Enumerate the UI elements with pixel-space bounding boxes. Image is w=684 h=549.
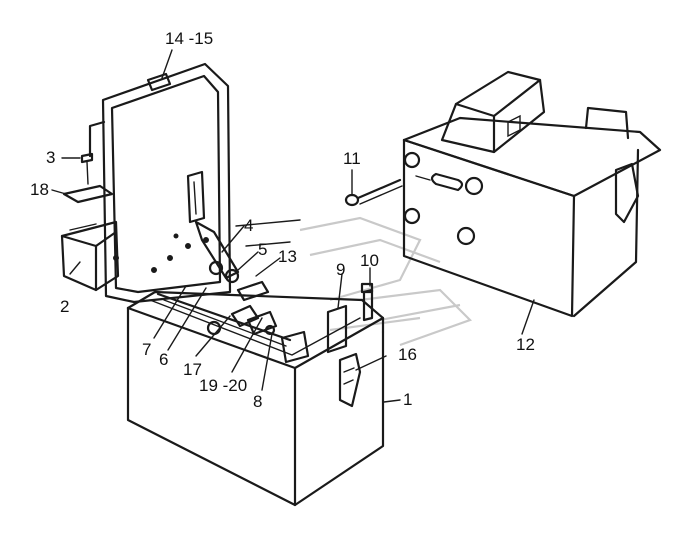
callout-11: 11 [343,149,361,168]
callout-6: 6 [159,350,169,369]
callout-14-15: 14 -15 [165,29,214,48]
callout-8: 8 [253,392,263,411]
callout-4: 4 [244,216,254,235]
callout-10: 10 [360,251,379,270]
battery-box-body [126,282,385,507]
callout-17: 17 [183,360,202,379]
callout-7: 7 [142,340,152,359]
callout-12: 12 [516,335,535,354]
callout-16: 16 [398,345,417,364]
callout-9: 9 [336,260,346,279]
watermark-graphic [299,216,473,347]
callout-18: 18 [30,180,49,199]
terminal-cover-box [60,152,120,292]
callout-19-20: 19 -20 [199,376,248,395]
callout-1: 1 [403,390,413,409]
battery-box-lid [88,62,232,304]
callout-13: 13 [278,247,297,266]
battery-box-assembled [402,70,662,318]
lid-support-arm [194,219,301,302]
bolt-11 [344,178,403,207]
callout-3: 3 [46,148,56,167]
callout-5: 5 [258,240,268,259]
leader-lines [51,49,535,403]
callout-2: 2 [60,297,70,316]
